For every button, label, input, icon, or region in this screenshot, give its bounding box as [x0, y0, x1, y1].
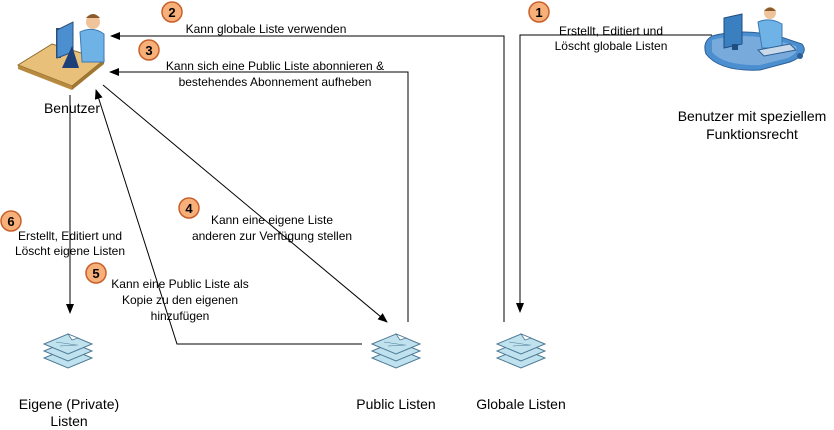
svg-text:6: 6: [7, 214, 14, 229]
step-4-label-line2: anderen zur Verfügung stellen: [192, 229, 352, 243]
eigene-listen-label-line2: Listen: [50, 413, 87, 429]
connector-5: [94, 89, 362, 345]
special-user-label-line1: Benutzer mit speziellem: [678, 108, 827, 124]
connector-3: [109, 68, 409, 322]
step-3-label-line1: Kann sich eine Public Liste abonnieren &: [166, 59, 384, 73]
public-listen-label: Public Listen: [356, 396, 435, 412]
step-1-label-line1: Erstellt, Editiert und: [559, 24, 663, 38]
step-3-label-line2: bestehendes Abonnement aufheben: [179, 75, 372, 89]
step-badge-1: 1: [528, 1, 550, 23]
step-badge-5: 5: [85, 262, 107, 284]
step-2-label: Kann globale Liste verwenden: [186, 22, 347, 36]
svg-text:4: 4: [185, 201, 193, 216]
connector-2: [110, 32, 505, 322]
step-badge-3: 3: [138, 39, 160, 61]
step-5-label-line3: hinzufügen: [151, 309, 210, 323]
step-4-label-line1: Kann eine eigene Liste: [211, 213, 333, 227]
eigene-listen-label-line1: Eigene (Private): [19, 396, 119, 412]
step-6-label-line1: Erstellt, Editiert und: [18, 229, 122, 243]
svg-text:5: 5: [92, 266, 99, 281]
globale-listen-docs-icon: [495, 333, 547, 369]
special-user-workstation-icon: [704, 7, 805, 71]
connectors: [66, 32, 712, 345]
step-badge-2: 2: [161, 1, 183, 23]
globale-listen-label: Globale Listen: [476, 396, 566, 412]
public-listen-docs-icon: [370, 333, 422, 369]
connector-1: [516, 34, 712, 313]
connector-4: [102, 84, 388, 323]
benutzer-label: Benutzer: [44, 100, 100, 116]
svg-text:2: 2: [168, 5, 175, 20]
svg-text:1: 1: [535, 5, 542, 20]
svg-text:3: 3: [145, 43, 152, 58]
step-1-label-line2: Löscht globale Listen: [555, 39, 668, 53]
eigene-listen-docs-icon: [42, 333, 94, 369]
step-5-label-line2: Kopie zu den eigenen: [122, 293, 238, 307]
step-badge-6: 6: [0, 210, 22, 232]
special-user-label-line2: Funktionsrecht: [706, 126, 798, 142]
step-6-label-line2: Löscht eigene Listen: [15, 244, 125, 258]
step-badge-4: 4: [178, 197, 200, 219]
step-5-label-line1: Kann eine Public Liste als: [111, 277, 248, 291]
user-at-desk-icon: [16, 14, 106, 90]
